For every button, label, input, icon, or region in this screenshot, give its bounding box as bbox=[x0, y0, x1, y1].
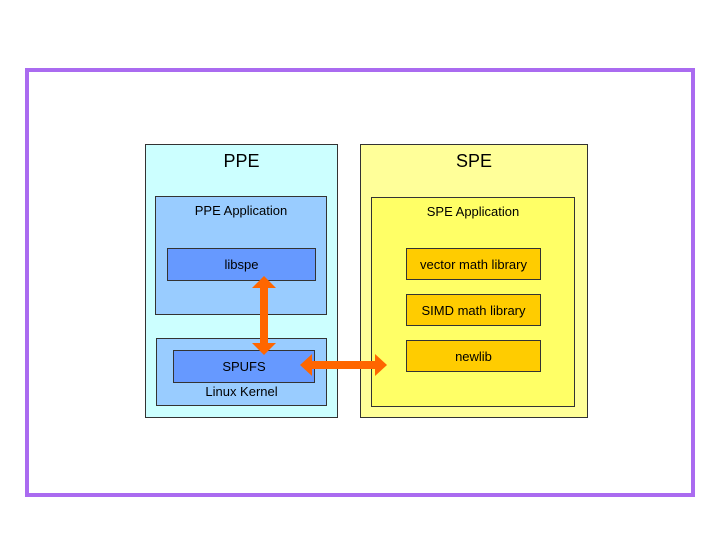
vector-math-library-label: vector math library bbox=[420, 256, 527, 272]
spufs-label: SPUFS bbox=[222, 359, 266, 374]
newlib-label: newlib bbox=[455, 348, 492, 364]
ppe-title: PPE bbox=[223, 151, 260, 171]
simd-math-library-box: SIMD math library bbox=[406, 294, 541, 326]
spufs-spe-double-arrow bbox=[300, 354, 387, 376]
spufs-box: SPUFS bbox=[173, 350, 315, 383]
simd-math-library-label: SIMD math library bbox=[421, 302, 526, 318]
newlib-box: newlib bbox=[406, 340, 541, 372]
spe-application-label: SPE Application bbox=[426, 204, 520, 219]
libspe-label: libspe bbox=[224, 257, 259, 272]
libspe-spufs-double-arrow bbox=[252, 276, 276, 355]
libspe-box: libspe bbox=[167, 248, 316, 281]
spe-title: SPE bbox=[455, 151, 493, 171]
vector-math-library-box: vector math library bbox=[406, 248, 541, 280]
ppe-application-label: PPE Application bbox=[194, 203, 288, 218]
linux-kernel-label: Linux Kernel bbox=[205, 384, 278, 399]
